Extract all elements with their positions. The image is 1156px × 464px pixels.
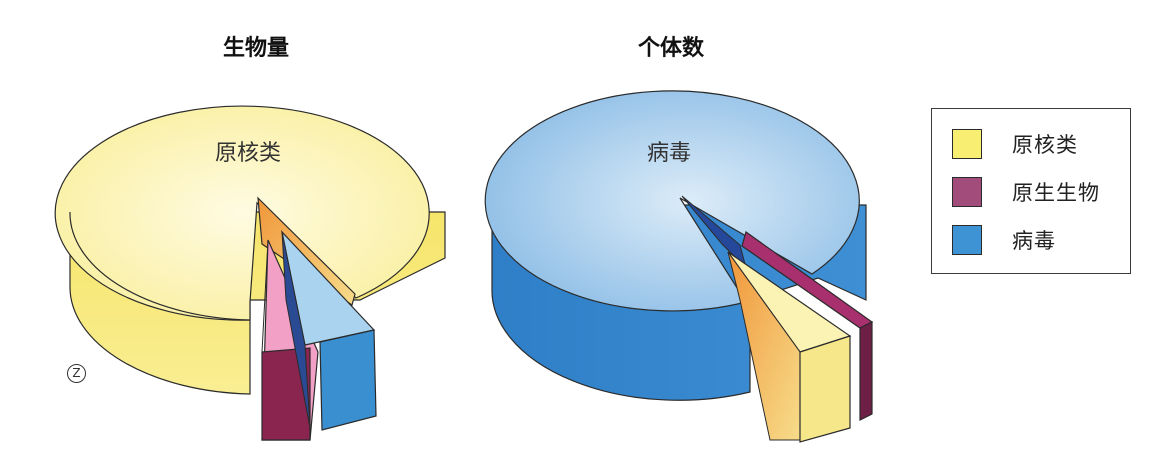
circled-letter-mark: Z [67, 364, 86, 383]
legend-swatch-protist [952, 177, 982, 207]
legend-label-protist: 原生生物 [1012, 181, 1100, 205]
legend-item-virus: 病毒 [952, 225, 1056, 255]
slice-top-prokaryote [54, 105, 430, 321]
slice-top-virus-main [484, 90, 860, 312]
pie-biomass: 生物量 原核类 [54, 35, 446, 441]
legend-swatch-prokaryote [952, 129, 982, 159]
chart-title-count: 个体数 [638, 35, 705, 61]
slice-label-count: 病毒 [647, 141, 691, 166]
legend-item-protist: 原生生物 [952, 177, 1100, 207]
legend-label-prokaryote: 原核类 [1012, 133, 1078, 157]
pie-count: 个体数 病毒 [484, 35, 874, 443]
slice-top-other [257, 196, 356, 306]
slice-side-protist-2 [859, 321, 873, 421]
slice-side-prokaryote-2 [799, 335, 851, 443]
slice-side-virus [319, 329, 377, 431]
legend-swatch-virus [952, 225, 982, 255]
legend-item-prokaryote: 原核类 [952, 129, 1078, 159]
slice-edge-virus [281, 231, 311, 429]
legend: 原核类 原生生物 病毒 [931, 108, 1131, 274]
slice-label-biomass: 原核类 [215, 141, 281, 166]
legend-label-virus: 病毒 [1012, 229, 1056, 253]
slice-edge-prokaryote-2 [727, 251, 801, 441]
chart-title-biomass: 生物量 [223, 35, 289, 61]
